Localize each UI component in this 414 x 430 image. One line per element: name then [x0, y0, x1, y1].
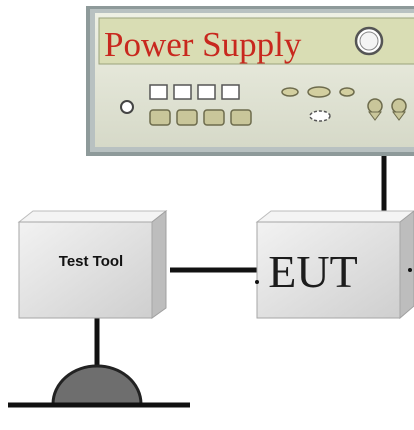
panel-button — [149, 109, 171, 126]
power-supply-title: Power Supply — [104, 25, 302, 64]
ground-dome-icon — [8, 364, 190, 408]
panel-button — [197, 84, 216, 100]
button-row-bottom — [149, 109, 252, 126]
oval-button — [309, 110, 331, 122]
terminal-icon — [367, 98, 383, 114]
terminals — [367, 98, 407, 121]
panel-button — [203, 109, 225, 126]
panel-button — [176, 109, 198, 126]
oval-buttons — [281, 86, 355, 122]
panel-button — [230, 109, 252, 126]
panel-button — [149, 84, 168, 100]
eut-box: EUT — [255, 210, 414, 320]
button-row-top — [149, 84, 240, 100]
oval-button — [281, 87, 299, 97]
test-tool-box: Test Tool — [17, 209, 168, 319]
oval-button — [339, 87, 355, 97]
power-supply: Power Supply — [86, 6, 414, 156]
power-switch-icon — [120, 100, 134, 114]
eut-label: EUT — [268, 246, 357, 297]
panel-button — [221, 84, 240, 100]
test-tool-label: Test Tool — [59, 253, 123, 270]
terminal-icon — [391, 98, 407, 114]
knob-icon — [354, 26, 384, 56]
oval-button — [307, 86, 331, 98]
panel-button — [173, 84, 192, 100]
